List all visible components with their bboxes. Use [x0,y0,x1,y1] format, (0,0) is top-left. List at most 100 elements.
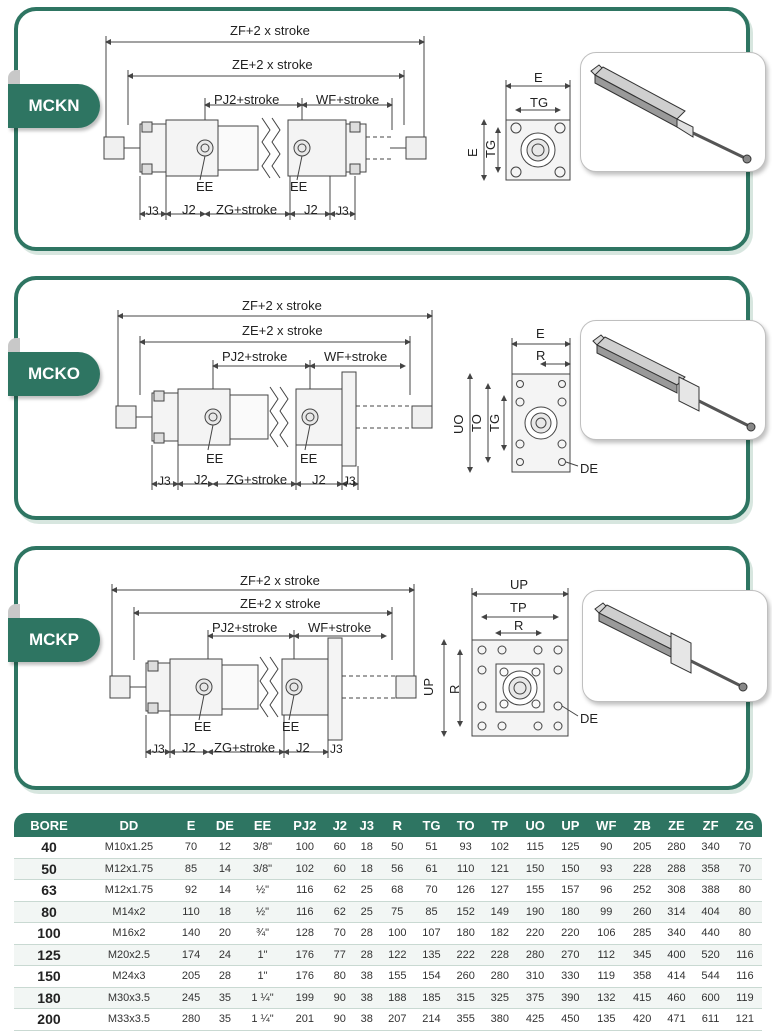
table-cell: 220 [516,922,554,945]
table-cell: 85 [414,901,449,923]
dim-j2-2: J2 [312,472,326,487]
table-cell: 38 [353,987,381,1009]
dim-j2-2: J2 [304,202,318,217]
table-cell: 611 [693,1008,728,1031]
table-cell: ¾" [241,922,284,945]
table-cell: 1 ¼" [241,987,284,1009]
table-cell: 414 [659,965,694,988]
table-cell: 70 [414,879,449,902]
bore-cell: 40 [14,837,84,859]
table-cell: 1 ¼" [241,1008,284,1031]
column-header: ZE [659,813,694,837]
table-cell: 100 [283,837,327,859]
table-cell: 20 [208,922,242,945]
table-cell: 90 [587,837,626,859]
dim-zg: ZG+stroke [226,472,288,487]
table-cell: 3/8" [241,837,284,859]
table-cell: 404 [693,901,728,923]
dim-ee-1: EE [196,179,214,194]
table-cell: 18 [353,837,381,859]
table-cell: 70 [727,858,762,880]
table-cell: 388 [693,879,728,902]
table-cell: 90 [326,987,354,1009]
table-cell: 115 [516,837,554,859]
column-header: UO [516,813,554,837]
table-cell: 174 [173,944,209,966]
table-cell: 222 [448,944,483,966]
table-cell: 280 [482,965,517,988]
table-cell: M24x3 [83,965,174,988]
table-cell: 180 [448,922,483,945]
table-cell: 154 [414,965,449,988]
table-cell: 390 [553,987,588,1009]
table-cell: 252 [625,879,660,902]
dim-tp: TP [510,600,527,615]
table-cell: 280 [173,1008,209,1031]
table-cell: 520 [693,944,728,966]
bore-cell: 125 [14,944,84,966]
table-cell: 285 [625,922,660,945]
table-cell: 93 [448,837,483,859]
dim-tg: TG [487,413,502,432]
dim-j2-2: J2 [296,740,310,755]
dim-zg: ZG+stroke [214,740,276,755]
table-cell: 116 [283,879,327,902]
table-cell: 207 [380,1008,415,1031]
column-header: J2 [326,813,354,837]
table-cell: 14 [208,858,242,880]
dim-wf: WF+stroke [316,92,380,107]
mcko-side-view [115,310,433,490]
table-cell: 25 [353,879,381,902]
table-cell: 345 [625,944,660,966]
mckn-product-image [580,52,766,172]
table-cell: 270 [553,944,588,966]
dim-up-vertical: UP [421,677,436,696]
table-cell: 68 [380,879,415,902]
dim-de: DE [580,711,599,726]
table-cell: 220 [553,922,588,945]
table-cell: 90 [326,1008,354,1031]
column-header: R [380,813,415,837]
dim-zg: ZG+stroke [216,202,278,217]
table-cell: 24 [208,944,242,966]
table-cell: 205 [625,837,660,859]
table-cell: M12x1.75 [83,879,174,902]
table-cell: 126 [448,879,483,902]
table-cell: 180 [553,901,588,923]
table-cell: 228 [482,944,517,966]
model-tab-mckn: MCKN [8,70,100,128]
table-cell: 99 [587,901,626,923]
table-cell: 440 [693,922,728,945]
table-cell: M16x2 [83,922,174,945]
table-cell: 50 [380,837,415,859]
table-cell: M10x1.25 [83,837,174,859]
table-cell: 77 [326,944,354,966]
table-cell: 127 [482,879,517,902]
model-tab-mckp: MCKP [8,604,100,662]
table-cell: 125 [553,837,588,859]
table-cell: 157 [553,879,588,902]
dim-e-vertical: E [465,148,480,157]
table-cell: 201 [283,1008,327,1031]
column-header: TO [448,813,483,837]
table-cell: 460 [659,987,694,1009]
table-cell: M33x3.5 [83,1008,174,1031]
table-cell: 56 [380,858,415,880]
dim-j3-1: J3 [146,204,159,218]
table-cell: 28 [353,922,381,945]
table-cell: 14 [208,879,242,902]
table-cell: 1" [241,944,284,966]
table-cell: 199 [283,987,327,1009]
table-cell: 140 [173,922,209,945]
table-cell: 112 [587,944,626,966]
dim-pj2: PJ2+stroke [222,349,288,364]
column-header: TG [414,813,449,837]
table-cell: 155 [516,879,554,902]
table-cell: 70 [173,837,209,859]
mckp-product-image [582,590,768,702]
dim-wf: WF+stroke [324,349,388,364]
